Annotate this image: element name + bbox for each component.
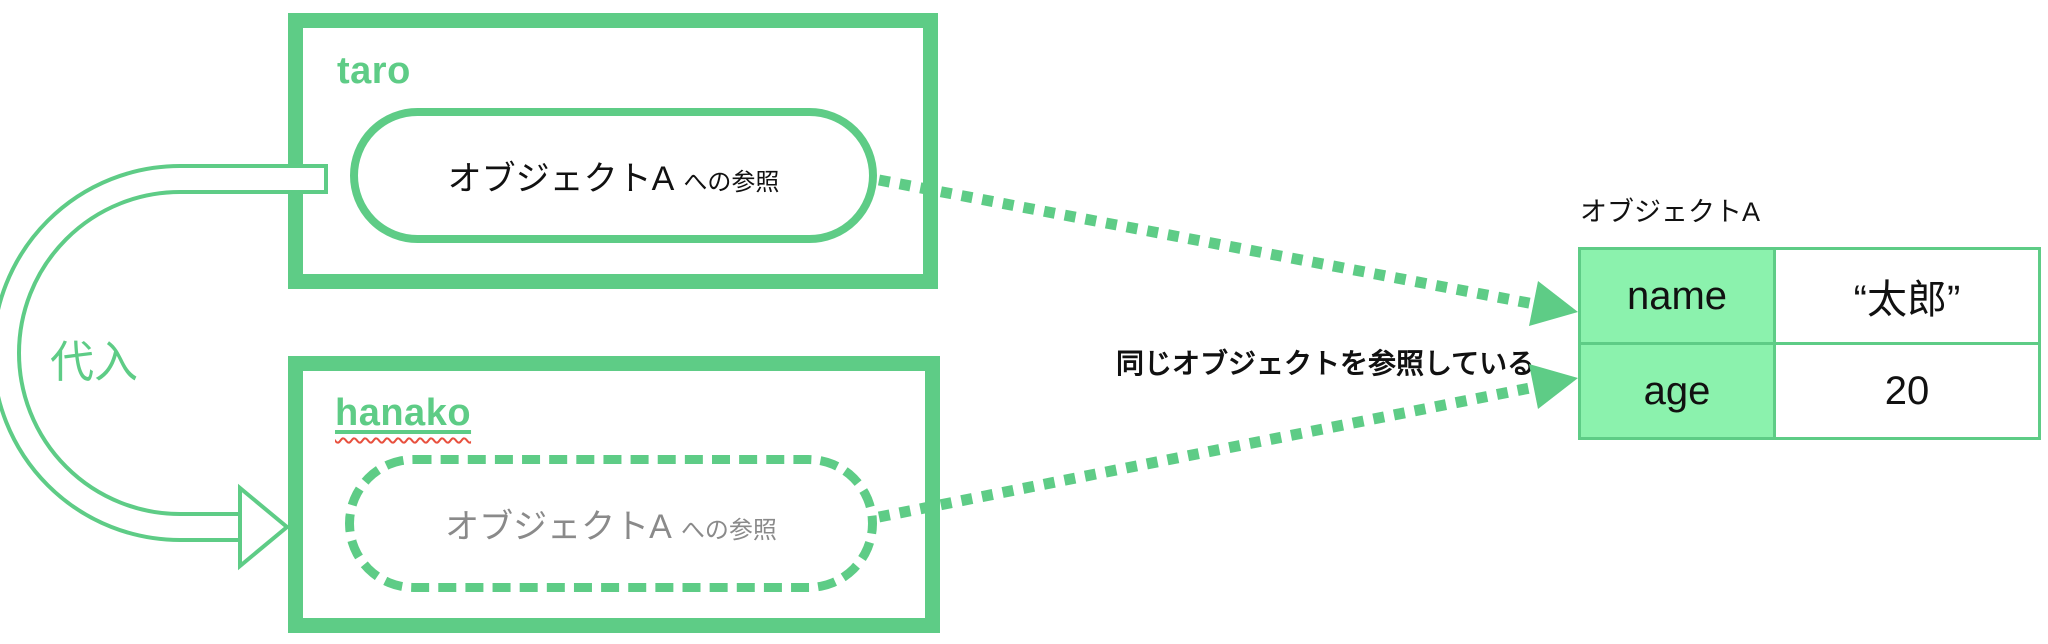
age-value-cell: 20 [1773,342,2041,440]
taro-reference-arrow [877,174,1578,326]
taro-reference-text: オブジェクトA への参照 [448,151,780,200]
object-table-title: オブジェクトA [1580,197,1761,227]
hanako-reference-arrow [877,364,1578,523]
taro-reference-oval: オブジェクトA への参照 [350,108,877,243]
taro-arrowhead-icon [1529,281,1578,326]
table-row-age: age 20 [1578,342,2041,440]
hanako-reference-object-name: オブジェクトA [445,508,672,546]
taro-reference-suffix: への参照 [683,169,780,196]
age-key-cell: age [1578,342,1776,440]
object-table: name “太郎” age 20 [1578,247,2041,440]
assignment-label: 代入 [50,338,138,387]
taro-variable-label: taro [337,50,411,92]
taro-reference-object-name: オブジェクトA [447,160,675,198]
hanako-reference-oval: オブジェクトA への参照 [345,455,877,592]
hanako-variable-label: hanako [335,392,471,435]
name-value-cell: “太郎” [1773,247,2041,345]
name-key-cell: name [1578,247,1776,345]
hanako-reference-suffix: への参照 [680,517,777,544]
hanako-label-text: hanako [335,392,472,434]
hanako-reference-text: オブジェクトA への参照 [445,499,777,548]
same-object-annotation: 同じオブジェクトを参照している [1116,348,1536,379]
hanako-arrowhead-icon [1529,364,1578,409]
table-row-name: name “太郎” [1578,247,2041,345]
assignment-arrowhead-icon [238,483,291,571]
